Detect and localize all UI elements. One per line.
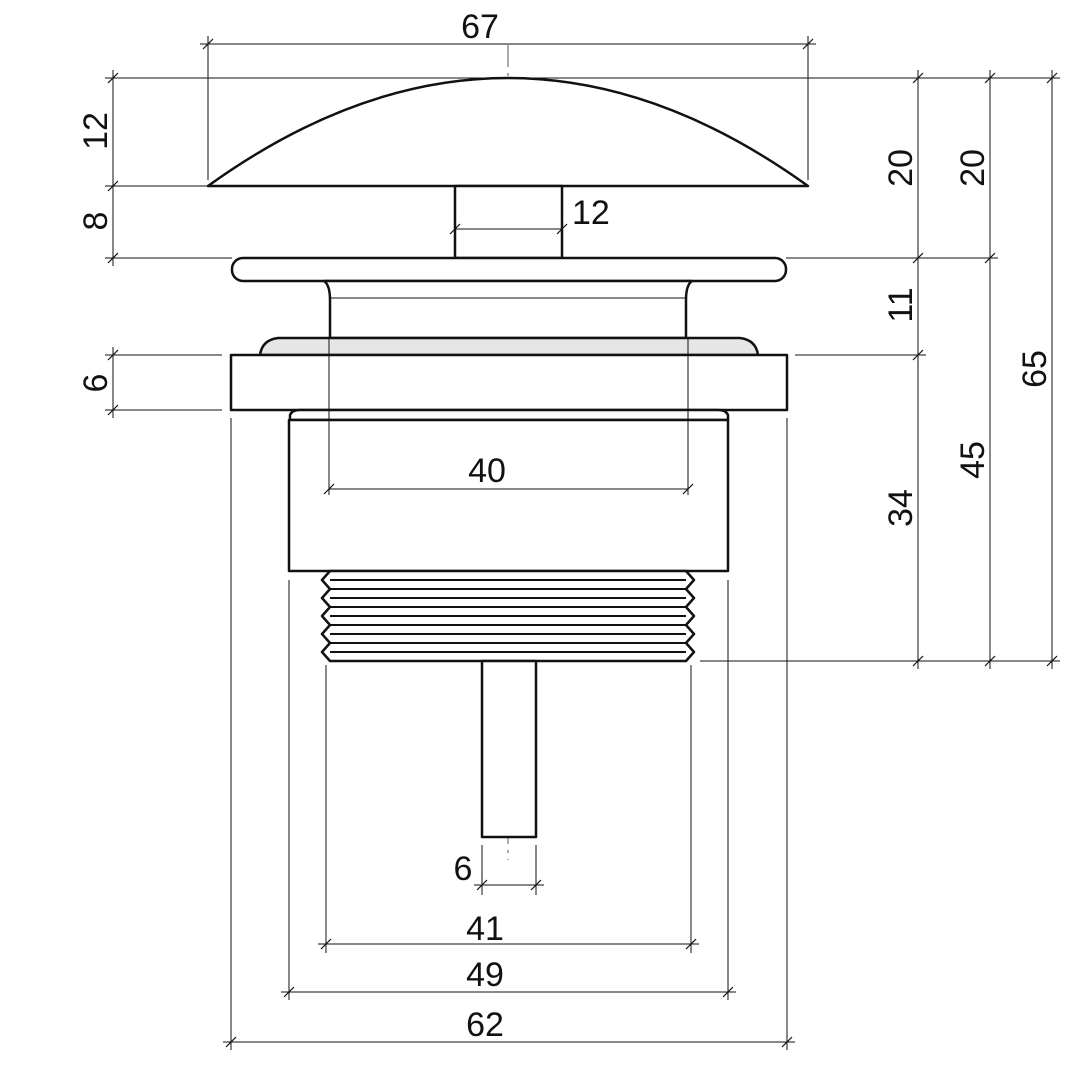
bottom-rod [480, 659, 538, 839]
dim-cap-diameter: 67 [200, 8, 816, 180]
label-flange-diameter: 62 [466, 1006, 504, 1044]
label-top-to-flange-b: 20 [954, 149, 992, 187]
neck [322, 279, 694, 340]
body [287, 418, 730, 573]
dim-right-column-2: 20 45 [954, 70, 996, 669]
label-cap-height: 12 [77, 112, 115, 150]
label-thread-diameter: 41 [466, 910, 504, 948]
label-top-to-flange-a: 20 [882, 149, 920, 187]
dim-cap-height: 12 8 [77, 70, 508, 266]
label-flange-to-washer: 11 [882, 287, 920, 322]
flange [229, 353, 789, 412]
label-inner-diameter: 40 [468, 452, 506, 490]
dim-flange-diameter: 62 [223, 418, 795, 1050]
label-rod-diameter: 6 [454, 850, 473, 888]
top-lip [230, 256, 788, 283]
label-flange-to-bottom: 45 [954, 441, 992, 479]
cap-stem [453, 184, 564, 260]
washer [258, 336, 760, 357]
dim-thread-diameter: 41 [318, 665, 699, 953]
dim-rod-diameter: 6 [454, 845, 544, 895]
dim-total-height: 65 [1016, 70, 1058, 669]
label-stem-width: 12 [572, 194, 610, 232]
label-body-diameter: 49 [466, 956, 504, 994]
label-total-height: 65 [1016, 350, 1054, 388]
dim-body-diameter: 49 [281, 580, 736, 1000]
thread-lines [330, 579, 686, 653]
label-stem-gap: 8 [77, 212, 115, 231]
mushroom-cap [206, 76, 810, 188]
flange-step [288, 408, 730, 422]
label-body-to-thread: 34 [882, 489, 920, 527]
dim-inner-diameter: 40 [323, 452, 694, 495]
dim-flange-thickness: 6 [77, 347, 222, 418]
dim-right-column-1: 20 11 34 [508, 70, 1060, 669]
dim-stem-width: 12 [449, 194, 610, 235]
label-flange-thickness: 6 [77, 374, 115, 393]
label-cap-diameter: 67 [461, 8, 499, 46]
